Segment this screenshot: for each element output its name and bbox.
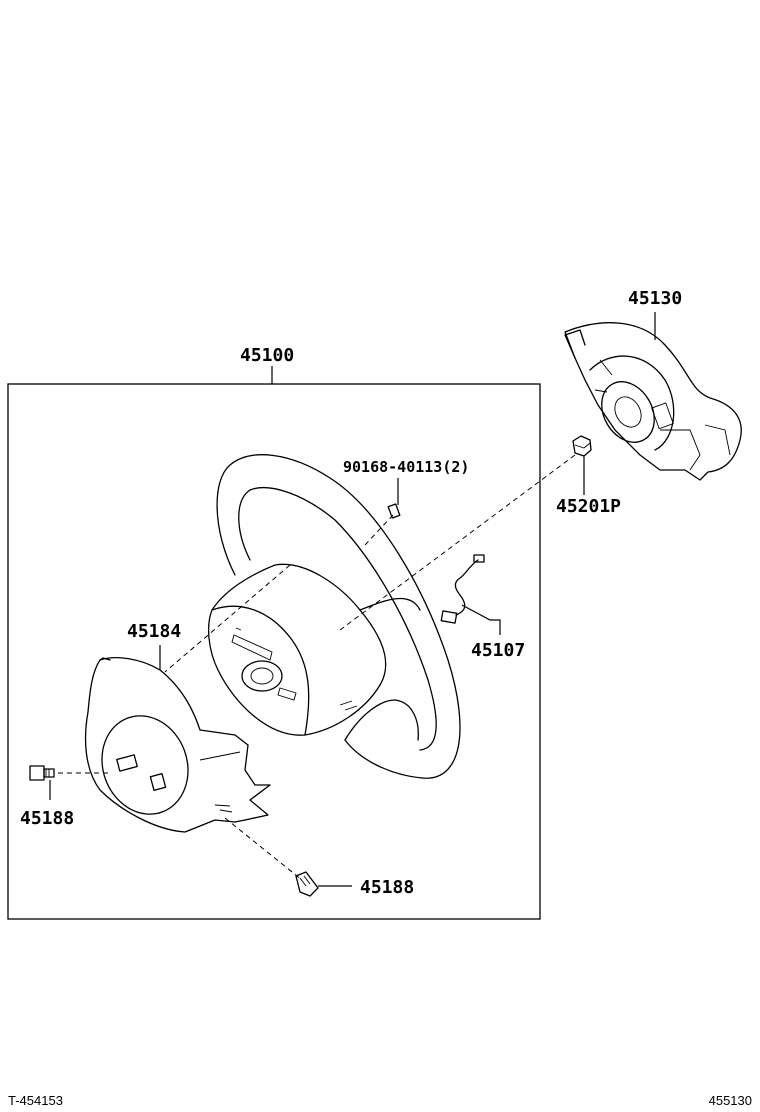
callout-45107: 45107 (471, 640, 525, 661)
callout-90168-40113: 90168-40113(2) (343, 458, 469, 476)
alignment-line-cover (164, 564, 291, 673)
steering-wheel (207, 454, 461, 779)
cover-screw-bottom (295, 871, 352, 897)
assembly-frame (7, 383, 541, 920)
wire-harness (440, 554, 501, 635)
callout-45188-left: 45188 (20, 808, 74, 829)
callout-45100: 45100 (240, 345, 294, 366)
alignment-line-screw-bottom (224, 817, 303, 881)
callout-45184: 45184 (127, 621, 181, 642)
cover-screw-left (29, 765, 55, 800)
diagram-id-left: T-454153 (8, 1093, 63, 1108)
alignment-line-small-screw (364, 514, 394, 546)
small-screw (387, 478, 401, 519)
callout-45188-bottom: 45188 (360, 877, 414, 898)
callout-45201p: 45201P (556, 496, 621, 517)
diagram-id-right: 455130 (708, 1093, 752, 1108)
alignment-line-nut (339, 454, 576, 631)
nut (572, 435, 592, 495)
lower-cover (84, 657, 271, 833)
airbag-pad (564, 322, 742, 481)
callout-45130: 45130 (628, 288, 682, 309)
